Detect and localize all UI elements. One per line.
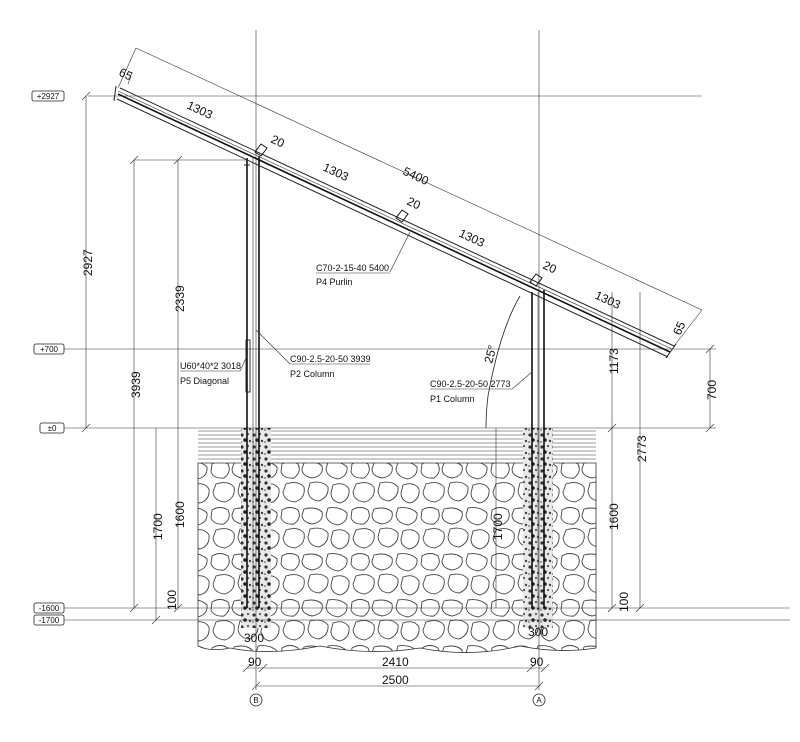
dim-left-2927: 2927 <box>81 249 95 276</box>
purlin-markers <box>254 143 543 287</box>
dim-90-left: 90 <box>248 655 262 669</box>
p4-annotation: C70-2-15-40 5400 P4 Purlin <box>316 231 411 287</box>
level-lines <box>64 95 790 621</box>
axis-bubble-right: A <box>532 693 546 707</box>
dim-left-1600: 1600 <box>173 501 187 528</box>
p1-spec: C90-2.5-20-50 2773 <box>430 379 511 389</box>
dim-1303-a: 1303 <box>185 98 215 122</box>
left-column <box>244 156 260 608</box>
dim-right-2773: 2773 <box>635 435 649 462</box>
roof-beam <box>113 85 677 359</box>
p2-annotation: C90-2.5-20-50 3939 P2 Column <box>255 329 371 379</box>
level-zero-marker: ±0 <box>39 422 65 434</box>
p5-spec: U60*40*2 3018 <box>180 361 241 371</box>
dim-90-right: 90 <box>530 655 544 669</box>
angle-indicator: 25° <box>481 295 521 429</box>
level-mid-marker: +700 <box>33 343 65 355</box>
diagonal-brace <box>245 339 251 393</box>
dim-20-a: 20 <box>269 132 287 150</box>
right-dimensions: 1173 700 2773 1600 100 1700 <box>491 292 719 613</box>
dim-20-c: 20 <box>541 258 559 276</box>
dim-left-3939: 3939 <box>129 371 143 398</box>
axis-left-label: B <box>253 696 258 705</box>
level-zero-label: ±0 <box>48 424 57 433</box>
p2-spec: C90-2.5-20-50 3939 <box>290 354 371 364</box>
dim-5400: 5400 <box>401 164 431 188</box>
dim-2410: 2410 <box>382 655 409 669</box>
dim-left-2339: 2339 <box>173 285 187 312</box>
right-column <box>531 290 545 608</box>
axis-right-label: A <box>536 696 542 705</box>
level-m1700-label: -1700 <box>39 616 60 625</box>
left-dimensions: 2927 3939 2339 1700 1600 100 <box>81 91 248 625</box>
level-m1600-marker: -1600 <box>33 602 65 614</box>
level-top-label: +2927 <box>37 92 60 101</box>
p2-name: P2 Column <box>290 369 335 379</box>
p1-annotation: C90-2.5-20-50 2773 P1 Column <box>430 371 533 404</box>
dim-right-700: 700 <box>705 380 719 400</box>
dim-left-1700: 1700 <box>151 513 165 540</box>
dim-65-left: 65 <box>117 65 135 83</box>
p5-name: P5 Diagonal <box>180 376 229 386</box>
level-top-marker: +2927 <box>31 90 65 102</box>
dim-1303-d: 1303 <box>593 288 623 312</box>
p4-spec: C70-2-15-40 5400 <box>316 263 389 273</box>
level-markers: +2927 +700 ±0 -1600 -1700 <box>31 90 65 626</box>
dim-65-right: 65 <box>670 319 688 337</box>
level-m1600-label: -1600 <box>39 604 60 613</box>
bottom-dimensions: 90 2410 90 2500 <box>242 655 550 691</box>
level-mid-label: +700 <box>40 345 59 354</box>
roof-dimension <box>117 47 703 347</box>
dim-1303-b: 1303 <box>321 160 351 184</box>
p1-name: P1 Column <box>430 394 475 404</box>
dim-right-1173: 1173 <box>607 348 621 374</box>
angle-label: 25° <box>481 343 499 364</box>
stone-fill <box>197 462 597 653</box>
p5-annotation: U60*40*2 3018 P5 Diagonal <box>180 355 248 386</box>
level-m1700-marker: -1700 <box>33 614 65 626</box>
dim-2500: 2500 <box>382 673 409 687</box>
dim-foot-300-right: 300 <box>528 625 548 639</box>
ground-section <box>197 428 597 653</box>
p4-name: P4 Purlin <box>316 277 353 287</box>
axis-bubble-left: B <box>249 693 263 707</box>
dim-20-b: 20 <box>405 194 423 212</box>
dim-mid-1700: 1700 <box>491 513 505 540</box>
dim-foot-300-left: 300 <box>244 631 264 645</box>
dim-right-100: 100 <box>617 592 631 612</box>
dim-left-100: 100 <box>165 590 179 610</box>
axis-lines <box>255 30 540 690</box>
dim-right-1600: 1600 <box>607 503 621 530</box>
